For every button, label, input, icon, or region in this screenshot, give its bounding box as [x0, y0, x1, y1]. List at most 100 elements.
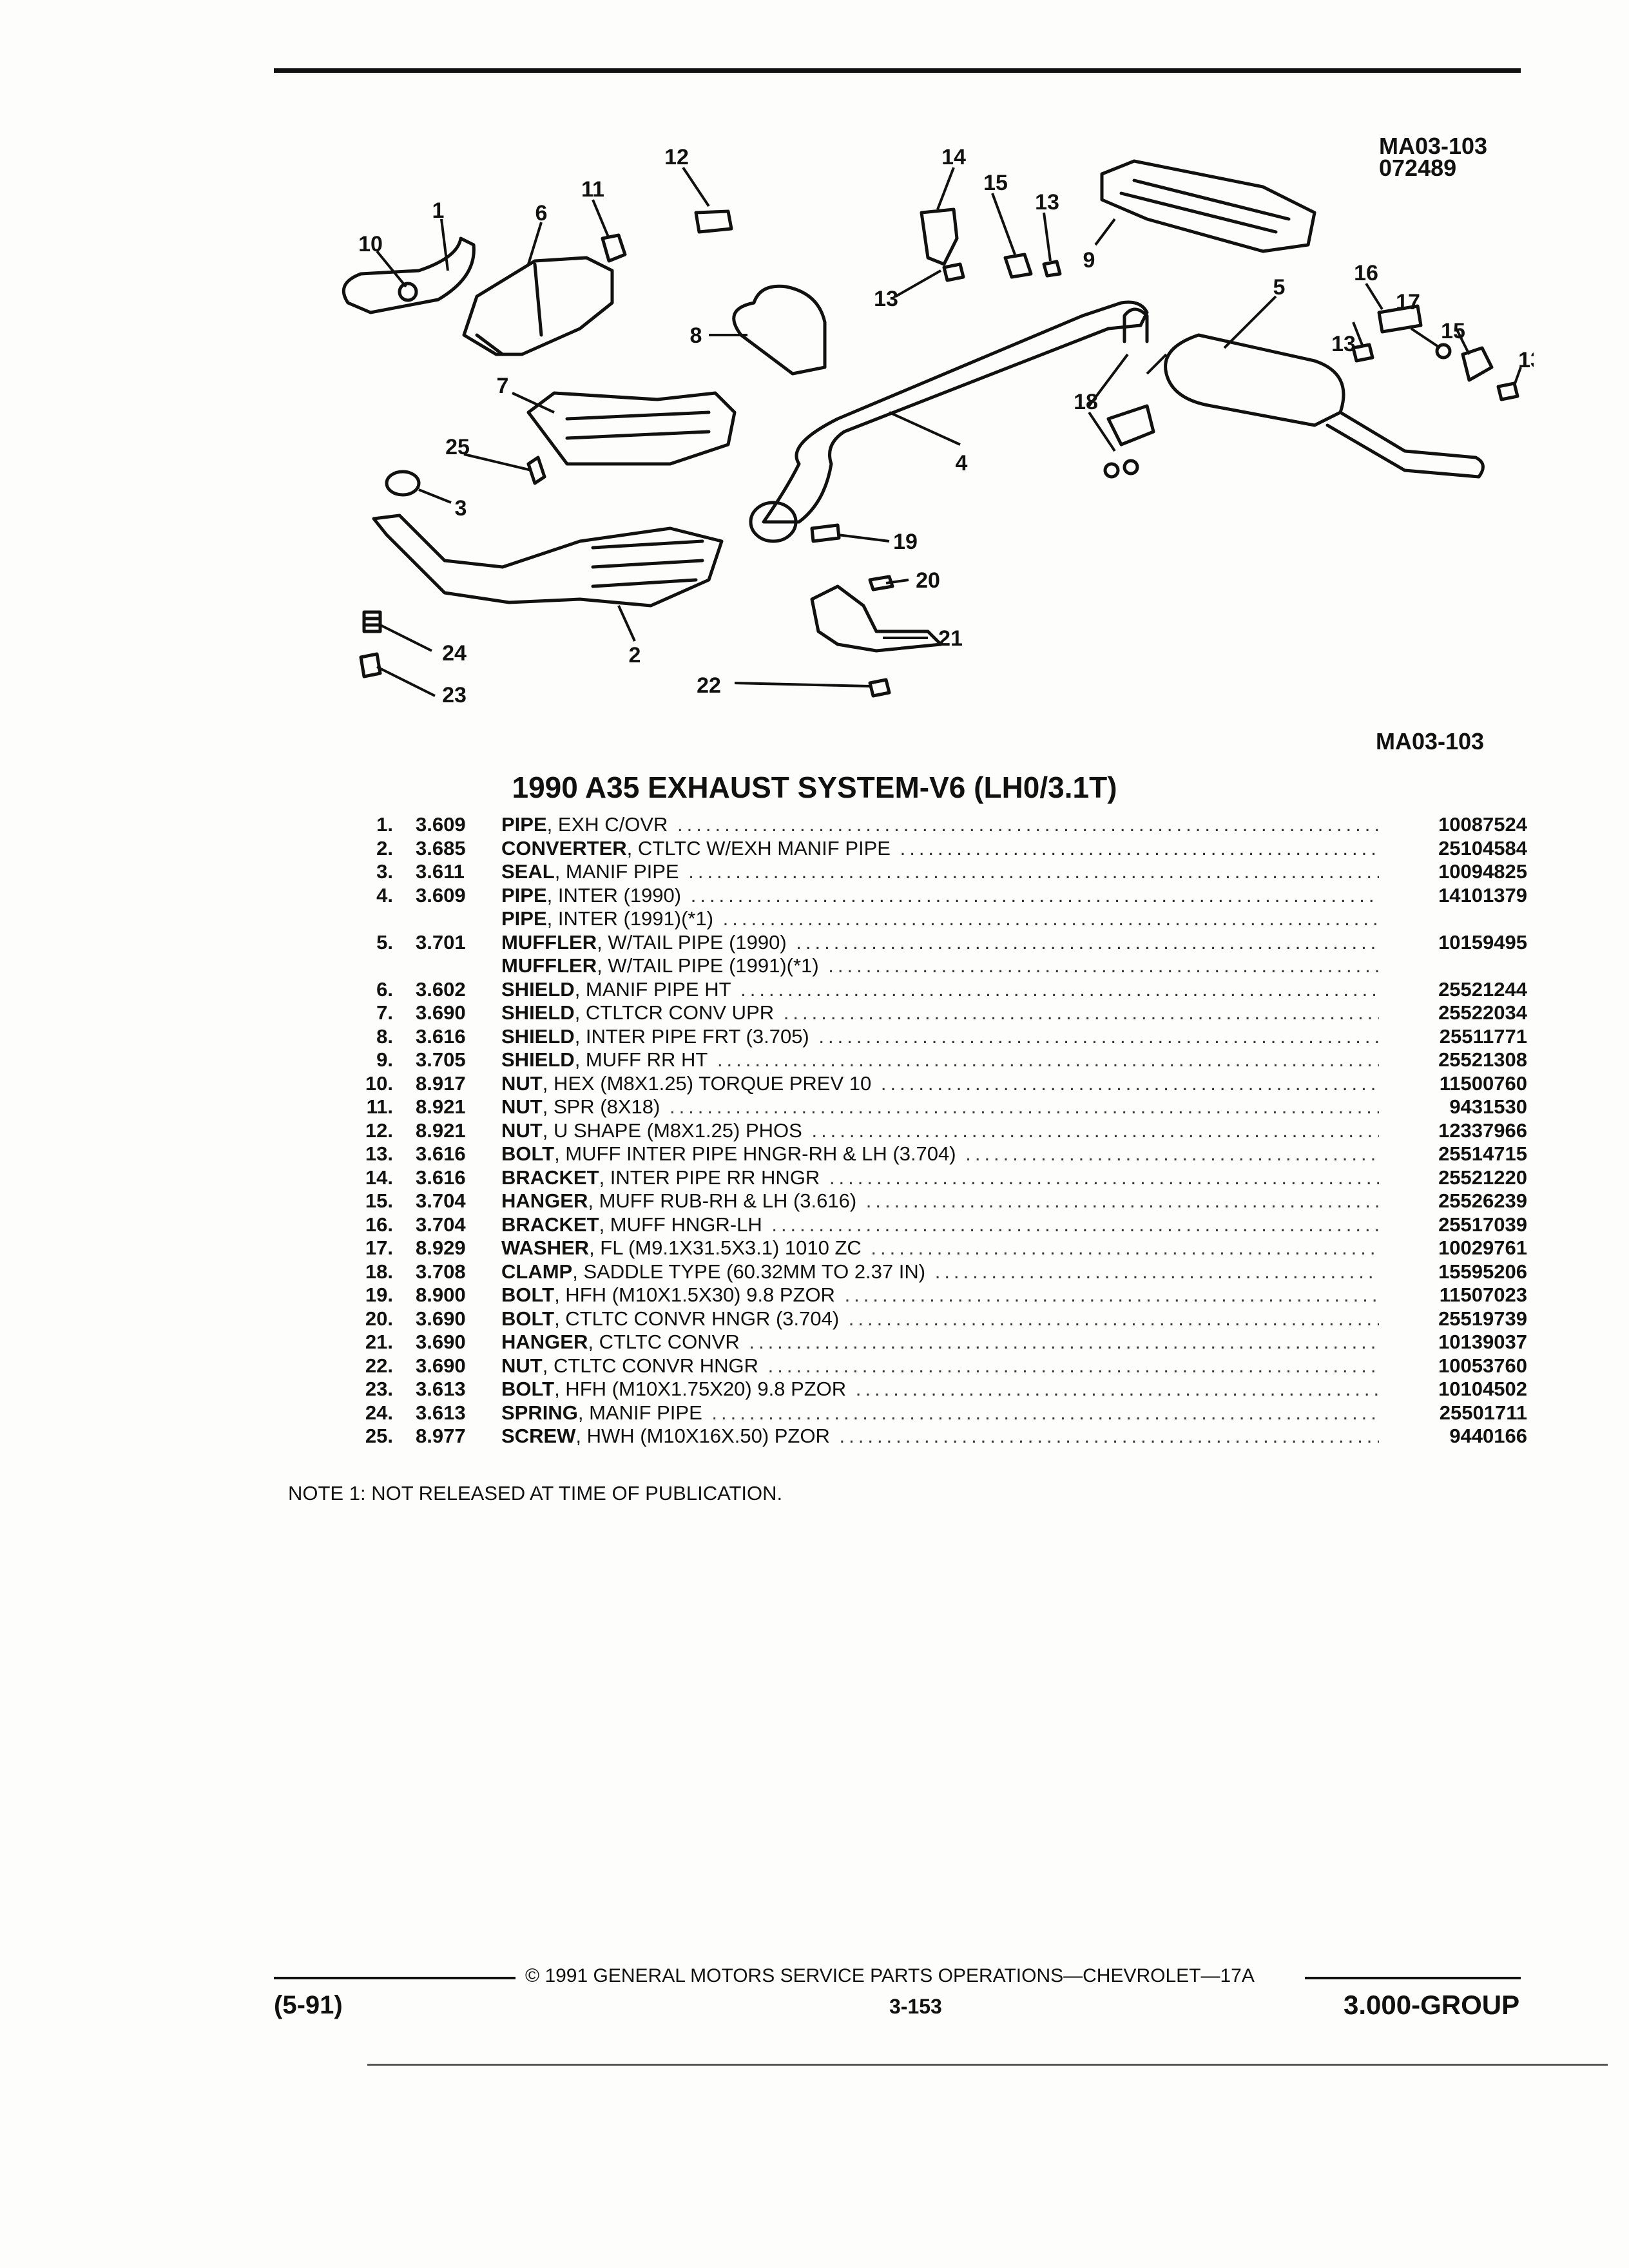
leader-dots: ........................................…	[900, 836, 1379, 860]
part-detail: , INTER (1991)(*1)	[546, 907, 714, 930]
leader-dots: ........................................…	[690, 883, 1379, 907]
part-item-number: 25.	[365, 1425, 393, 1447]
bolt-13d	[1496, 381, 1519, 401]
bracket-16	[1377, 304, 1423, 334]
diagram-code: MA03-103	[1376, 728, 1485, 754]
part-number: 25521220	[1438, 1166, 1527, 1189]
nut-22	[868, 678, 891, 698]
part-group-number: 3.609	[416, 813, 466, 836]
muffler	[1164, 333, 1345, 427]
leader-dots: ........................................…	[865, 1189, 1379, 1212]
nut-10	[398, 282, 418, 302]
callout-15: 15	[983, 171, 1008, 195]
leader-dots: ........................................…	[740, 977, 1379, 1001]
footer-rule-right	[1305, 1977, 1521, 1979]
part-name: SHIELD	[501, 1024, 575, 1048]
part-description: MUFFLER, W/TAIL PIPE (1990) ............…	[501, 931, 1379, 954]
bolt-13a	[942, 262, 965, 282]
callout-21: 21	[938, 626, 963, 651]
callout-16: 16	[1354, 261, 1378, 285]
bolt-13b	[1042, 260, 1062, 278]
part-detail: , MANIF PIPE	[554, 860, 679, 883]
callout-13: 13	[874, 287, 898, 311]
part-group-number: 3.609	[416, 883, 466, 907]
top-rule	[274, 68, 1521, 73]
part-description: BOLT, CTLTC CONVR HNGR (3.704) .........…	[501, 1307, 1379, 1331]
part-name: BOLT	[501, 1142, 555, 1165]
page-title: 1990 A35 EXHAUST SYSTEM-V6 (LH0/3.1T)	[512, 771, 1117, 804]
leader-dots: ........................................…	[829, 1166, 1379, 1189]
part-item-number: 12.	[365, 1119, 393, 1142]
hanger-15b	[1461, 346, 1494, 382]
part-description: CLAMP, SADDLE TYPE (60.32MM TO 2.37 IN) …	[501, 1260, 1379, 1283]
callout-7: 7	[497, 374, 509, 398]
footer-rule-left	[274, 1977, 516, 1979]
part-item-number: 9.	[376, 1048, 393, 1071]
converter-upper-shield	[526, 391, 737, 466]
part-description: PIPE, INTER (1990) .....................…	[501, 884, 1379, 907]
part-group-number: 3.616	[416, 1166, 466, 1189]
part-number: 25511771	[1439, 1024, 1527, 1048]
figure-code: MA03-103	[1379, 133, 1488, 159]
part-item-number: 15.	[365, 1189, 393, 1212]
part-group-number: 3.616	[416, 1142, 466, 1165]
part-item-number: 16.	[365, 1213, 393, 1236]
part-name: WASHER	[501, 1236, 590, 1259]
callout-2: 2	[629, 643, 641, 668]
exhaust-system-diagram: 10 1 6 11 12 14 15 13 13 9 5 16 17 15 13…	[342, 145, 1534, 707]
washer-17	[1435, 343, 1452, 360]
part-description: HANGER, MUFF RUB-RH & LH (3.616) .......…	[501, 1189, 1379, 1213]
part-group-number: 3.701	[416, 930, 466, 954]
bolt-20	[868, 575, 894, 591]
part-item-number: 14.	[365, 1166, 393, 1189]
part-item-number: 5.	[376, 930, 393, 954]
part-item-number: 11.	[366, 1095, 393, 1118]
leader-dots: ........................................…	[818, 1024, 1379, 1048]
part-number: 12337966	[1438, 1119, 1527, 1142]
leader-dots: ........................................…	[688, 860, 1379, 883]
part-item-number: 10.	[365, 1072, 393, 1095]
part-number: 10139037	[1438, 1331, 1527, 1353]
leader-dots: ........................................…	[848, 1307, 1379, 1330]
part-name: SCREW	[501, 1425, 576, 1447]
part-group-number: 8.917	[416, 1072, 466, 1095]
part-detail: , MUFF RR HT	[574, 1048, 708, 1071]
callout-11: 11	[581, 177, 604, 202]
part-name: BOLT	[501, 1307, 555, 1330]
callout-12: 12	[664, 145, 689, 169]
callout-6: 6	[535, 201, 548, 226]
tail-pipe	[1325, 410, 1485, 479]
part-number: 25522034	[1438, 1001, 1527, 1024]
crossover-pipe	[342, 236, 476, 314]
part-group-number: 3.613	[416, 1401, 466, 1424]
part-description: PIPE, EXH C/OVR ........................…	[501, 813, 1379, 836]
part-number: 25104584	[1438, 836, 1527, 860]
part-group-number: 3.602	[416, 977, 466, 1001]
callout-5: 5	[1273, 275, 1286, 300]
leader-dots: ........................................…	[722, 907, 1379, 930]
part-name: NUT	[501, 1354, 543, 1377]
hanger-15	[1003, 253, 1033, 279]
part-detail: , FL (M9.1X31.5X3.1) 1010 ZC	[589, 1236, 862, 1259]
bracket-14	[920, 207, 959, 266]
part-name: CLAMP	[501, 1260, 573, 1283]
copyright-line: © 1991 GENERAL MOTORS SERVICE PARTS OPER…	[525, 1965, 1255, 1986]
part-group-number: 8.921	[416, 1095, 466, 1118]
part-name: SHIELD	[501, 1048, 575, 1071]
part-group-number: 3.613	[416, 1378, 466, 1400]
part-description: BRACKET, INTER PIPE RR HNGR ............…	[501, 1166, 1379, 1189]
part-description: BOLT, HFH (M10X1.75X20) 9.8 PZOR .......…	[501, 1378, 1379, 1401]
part-number: 10029761	[1438, 1236, 1527, 1259]
part-detail: , INTER (1990)	[546, 883, 682, 907]
callout-9: 9	[1083, 248, 1095, 273]
part-description: NUT, U SHAPE (M8X1.25) PHOS ............…	[501, 1119, 1379, 1142]
intermediate-pipe	[762, 300, 1149, 524]
part-number: 11500760	[1439, 1072, 1527, 1095]
part-group-number: 8.929	[416, 1236, 466, 1259]
